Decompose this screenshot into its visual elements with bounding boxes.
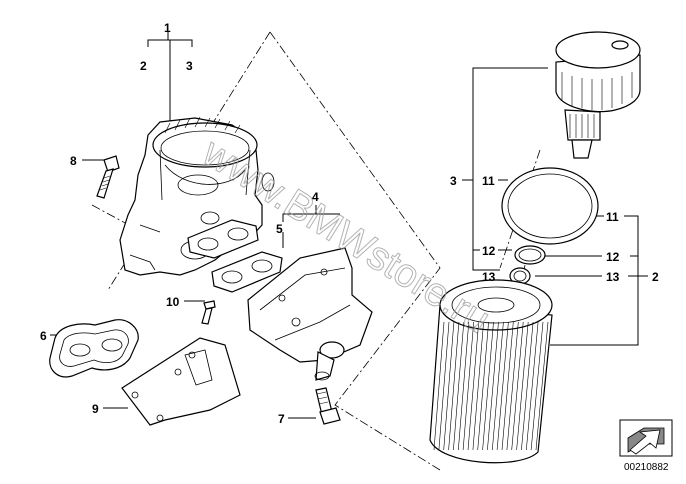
filter-pleat (496, 321, 509, 451)
filter-cap-part-3 (555, 31, 641, 159)
filter-pleat (433, 321, 445, 451)
filter-pleat (492, 321, 504, 451)
filter-pleat (458, 321, 470, 451)
screw-part-10 (201, 300, 216, 325)
filter-pleat (443, 321, 455, 451)
callout-labels: 1 2 3 4 5 6 7 8 9 10 3 11 11 12 12 13 13… (40, 21, 659, 426)
filter-pleat (501, 321, 514, 451)
filter-pleat (438, 321, 450, 451)
bolt-part-7 (315, 387, 341, 425)
filter-pleat (516, 321, 529, 451)
filter-pleat (462, 321, 474, 451)
label-7: 7 (278, 412, 285, 426)
filter-pleat (477, 321, 489, 451)
label-5: 5 (276, 222, 283, 236)
o-ring-part-12 (514, 245, 546, 265)
gasket-part-6 (49, 319, 139, 378)
o-ring-part-11 (501, 167, 599, 245)
filter-pleat (506, 321, 519, 451)
filter-pleat (472, 321, 484, 451)
filter-pleat (526, 321, 539, 451)
filter-pleat (482, 321, 494, 451)
label-11-right: 11 (606, 210, 619, 224)
label-13-left: 13 (482, 270, 496, 284)
filter-cartridge-part-2 (429, 279, 553, 464)
label-12-left: 12 (482, 244, 496, 258)
filter-pleat (511, 321, 524, 451)
filter-pleat (487, 321, 499, 451)
label-3-right: 3 (450, 174, 457, 188)
filter-pleat (448, 321, 460, 451)
label-9: 9 (92, 402, 99, 416)
label-12-right: 12 (606, 250, 620, 264)
gasket-part-5 (187, 219, 283, 293)
filter-pleat (453, 321, 465, 451)
label-10: 10 (166, 295, 180, 309)
filter-pleat (535, 321, 549, 451)
label-1: 1 (164, 21, 171, 35)
filter-pleat (521, 321, 534, 451)
label-8: 8 (70, 154, 77, 168)
label-6: 6 (40, 329, 47, 343)
filter-pleat (467, 321, 479, 451)
label-2-right: 2 (652, 270, 659, 284)
label-3: 3 (186, 59, 193, 73)
label-4: 4 (312, 190, 319, 204)
arrow-badge-icon (619, 419, 673, 457)
bolt-part-8 (96, 155, 120, 199)
label-13-right: 13 (606, 270, 620, 284)
label-2: 2 (140, 59, 147, 73)
oil-cooler-part-4 (247, 247, 373, 381)
reference-number: 00210882 (624, 462, 669, 473)
label-11-left: 11 (482, 174, 495, 188)
bracket-part-9 (121, 337, 241, 426)
filter-pleat (530, 321, 544, 451)
